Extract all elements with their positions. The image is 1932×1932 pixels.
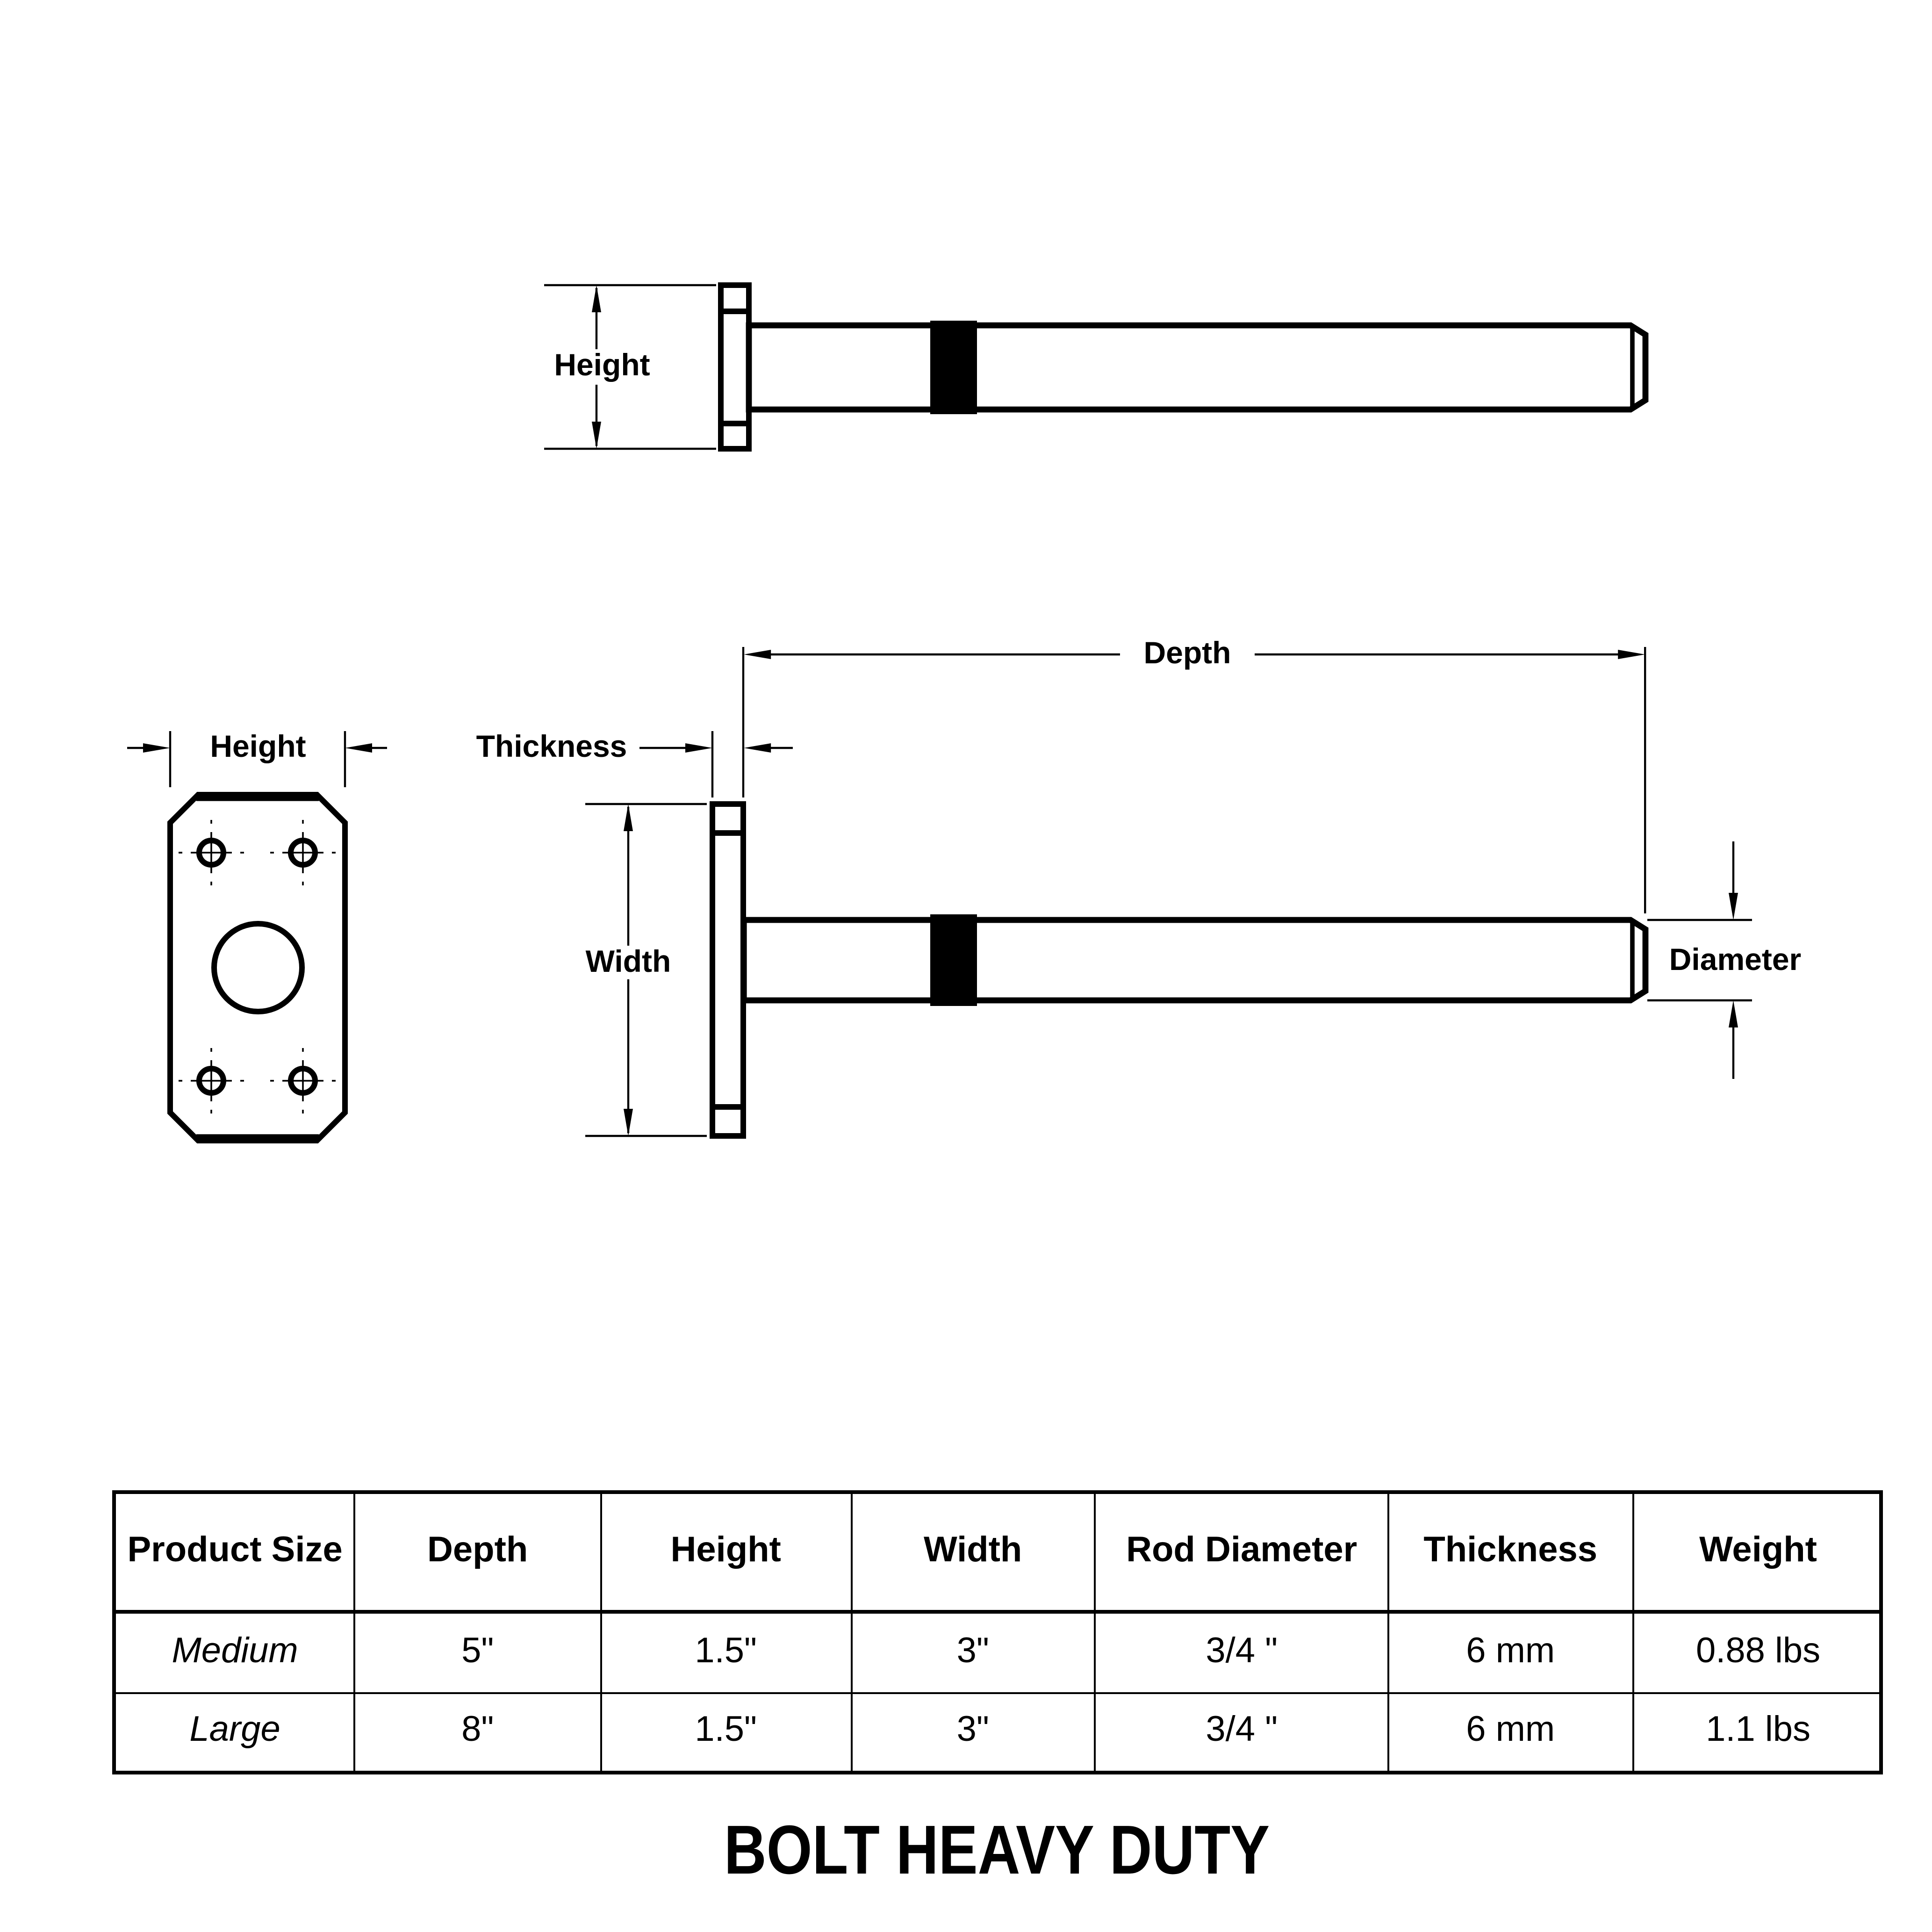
- arrow-up-icon: [1729, 1000, 1738, 1027]
- screw-hole: [179, 820, 244, 885]
- side-rod: [740, 917, 1649, 1004]
- arrow-left-icon: [744, 650, 771, 659]
- table-header-cell: Weight: [1699, 1531, 1817, 1571]
- table-body-cell: 0.88 lbs: [1695, 1631, 1821, 1671]
- page-title: BOLT HEAVY DUTY: [724, 1812, 1271, 1889]
- table-body-cell: 3/4 ": [1096, 1693, 1390, 1770]
- table-body-cell: 5": [355, 1613, 602, 1692]
- dim-label-diameter: Diameter: [1661, 944, 1809, 978]
- arrow-down-icon: [624, 1109, 633, 1136]
- table-body-cell: 3": [852, 1693, 1096, 1770]
- table-header-cell: Thickness: [1389, 1494, 1634, 1609]
- top-rod-band: [930, 321, 977, 414]
- arrow-right-icon: [1618, 650, 1645, 659]
- arrow-up-icon: [624, 804, 633, 831]
- dim-label-height-front: Height: [202, 730, 314, 764]
- arrow-down-icon: [1729, 893, 1738, 920]
- arrow-right-icon: [143, 743, 170, 753]
- top-rod: [746, 322, 1649, 413]
- bolt-side-view: [585, 647, 1752, 1139]
- top-side-view: [544, 282, 1649, 452]
- table-body-cell: 3/4 ": [1096, 1613, 1390, 1692]
- table-header-cell: Height: [602, 1494, 852, 1609]
- arrow-up-icon: [592, 285, 601, 312]
- dim-label-depth: Depth: [1136, 637, 1239, 672]
- table-header-cell: Depth: [355, 1494, 602, 1609]
- side-rod-band: [930, 914, 977, 1006]
- table-body-cell: 3": [852, 1613, 1096, 1692]
- table-body-cell: 1.5": [602, 1613, 852, 1692]
- table-body-cell: 1.1 lbs: [1706, 1711, 1810, 1751]
- screw-hole: [179, 1048, 244, 1113]
- table-body-cell: Medium: [116, 1613, 356, 1692]
- arrow-left-icon: [744, 743, 771, 753]
- screw-hole: [270, 1048, 336, 1113]
- table-body-cell: Large: [116, 1693, 356, 1770]
- screw-hole: [270, 820, 336, 885]
- table-body-cell: 6 mm: [1389, 1613, 1634, 1692]
- arrow-right-icon: [685, 743, 712, 753]
- table-header-cell: Rod Diameter: [1096, 1494, 1390, 1609]
- table-body-cell: 6 mm: [1389, 1693, 1634, 1770]
- table-header-cell: Product Size: [116, 1494, 356, 1609]
- table-body-cell: 1.5": [602, 1693, 852, 1770]
- arrow-down-icon: [592, 422, 601, 449]
- dim-label-width: Width: [578, 945, 679, 979]
- table-body-cell: 8": [355, 1693, 602, 1770]
- plate-front-view: [127, 731, 387, 1143]
- table-header-cell: Width: [852, 1494, 1096, 1609]
- dim-label-thickness: Thickness: [468, 731, 635, 765]
- arrow-left-icon: [345, 743, 372, 753]
- rod-clearance-hole: [211, 921, 305, 1014]
- dim-label-height-top: Height: [546, 349, 658, 384]
- plate-outline: [167, 792, 348, 1143]
- side-plate-edge: [710, 801, 746, 1139]
